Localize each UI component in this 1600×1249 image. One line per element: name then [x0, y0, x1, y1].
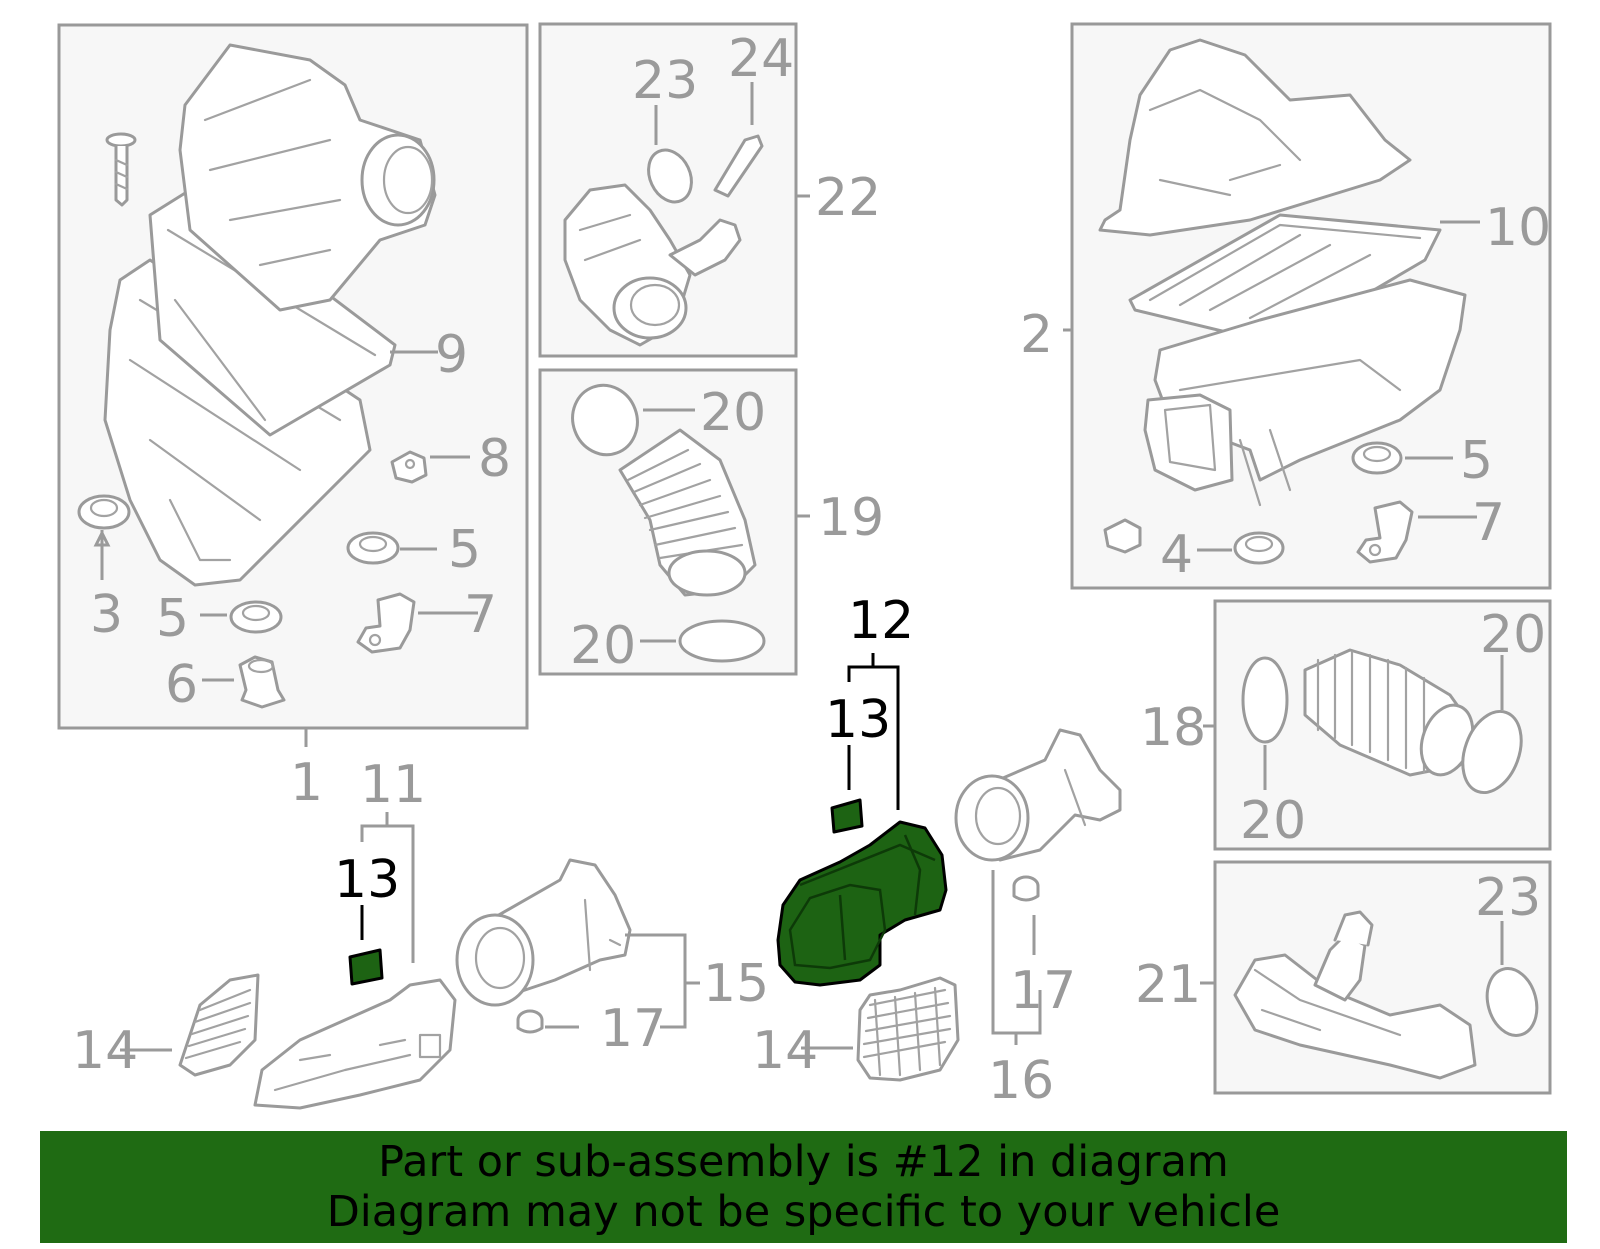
callout-7-b: 7 — [1472, 493, 1505, 553]
o-ring-23-a — [647, 148, 693, 204]
bracket-7-a — [356, 592, 416, 654]
callout-20-a: 20 — [700, 383, 766, 443]
grille-14-right — [856, 976, 960, 1082]
clamp-20-bottom — [678, 619, 766, 663]
bracket-7-b — [1356, 500, 1414, 564]
clamp-20-left — [1241, 656, 1289, 744]
callout-18: 18 — [1140, 698, 1206, 758]
callout-14-a: 14 — [72, 1021, 138, 1081]
callout-9: 9 — [435, 325, 468, 385]
air-cleaner-assembly-1 — [103, 43, 437, 587]
callout-12: 12 — [848, 591, 914, 651]
callout-20-b: 20 — [570, 616, 636, 676]
callout-7-a: 7 — [464, 585, 497, 645]
callout-23-a: 23 — [632, 51, 698, 111]
callout-1: 1 — [290, 753, 323, 813]
grommet-5-b — [346, 531, 400, 565]
callout-8: 8 — [478, 429, 511, 489]
highlighted-pad-13-a — [830, 798, 864, 834]
callout-11: 11 — [360, 755, 426, 815]
callout-3: 3 — [90, 585, 123, 645]
leader-lines — [93, 82, 1504, 1052]
o-ring-23-b — [1485, 967, 1539, 1037]
callout-20-d: 20 — [1240, 791, 1306, 851]
callout-15: 15 — [703, 954, 769, 1014]
grommet-5-a — [229, 600, 283, 634]
grille-14-left — [178, 973, 260, 1077]
hose-19 — [618, 428, 757, 597]
hose-18 — [1303, 648, 1477, 777]
callout-16: 16 — [988, 1051, 1054, 1111]
intake-duct-21 — [1233, 910, 1477, 1080]
callout-6: 6 — [165, 655, 198, 715]
callout-17-a: 17 — [600, 999, 666, 1059]
clip-2-box — [1103, 518, 1142, 554]
callout-14-b: 14 — [752, 1021, 818, 1081]
banner-line-2: Diagram may not be specific to your vehi… — [326, 1187, 1281, 1237]
callout-13-a: 13 — [825, 690, 891, 750]
leader-lines-highlight — [360, 653, 900, 940]
highlighted-part-12 — [776, 820, 948, 987]
screw-part — [105, 132, 137, 207]
maf-sensor-22 — [563, 183, 742, 347]
callout-10: 10 — [1485, 198, 1551, 258]
callout-5-a: 5 — [156, 589, 189, 649]
callout-5-c: 5 — [1460, 431, 1493, 491]
screw-24 — [713, 134, 764, 198]
grommet-17-b — [1012, 875, 1040, 902]
clamp-20-top — [571, 383, 639, 457]
grommet-17-a — [516, 1009, 544, 1034]
callout-23-b: 23 — [1475, 868, 1541, 928]
insert-6 — [238, 655, 286, 709]
callout-13-b: 13 — [334, 850, 400, 910]
callout-22: 22 — [815, 168, 881, 228]
callout-17-b: 17 — [1010, 961, 1076, 1021]
grommet-4 — [1233, 531, 1285, 565]
callout-24: 24 — [728, 29, 794, 89]
callout-2: 2 — [1020, 305, 1053, 365]
grommet-5-c — [1351, 441, 1403, 475]
air-cleaner-assembly-2 — [1098, 38, 1467, 507]
grommet-3 — [77, 494, 131, 530]
duct-15 — [455, 858, 632, 1007]
duct-16 — [954, 728, 1122, 862]
clamp-20-right — [1461, 709, 1523, 795]
air-guide-11 — [253, 978, 457, 1110]
callout-20-c: 20 — [1480, 605, 1546, 665]
info-banner: Part or sub-assembly is #12 in diagram D… — [40, 1131, 1567, 1243]
banner-line-1: Part or sub-assembly is #12 in diagram — [378, 1137, 1229, 1187]
callout-5-b: 5 — [448, 520, 481, 580]
callout-4: 4 — [1160, 525, 1193, 585]
callout-21: 21 — [1135, 955, 1201, 1015]
callout-19: 19 — [818, 488, 884, 548]
highlighted-pad-13-b — [348, 948, 384, 986]
clip-8 — [390, 450, 428, 484]
